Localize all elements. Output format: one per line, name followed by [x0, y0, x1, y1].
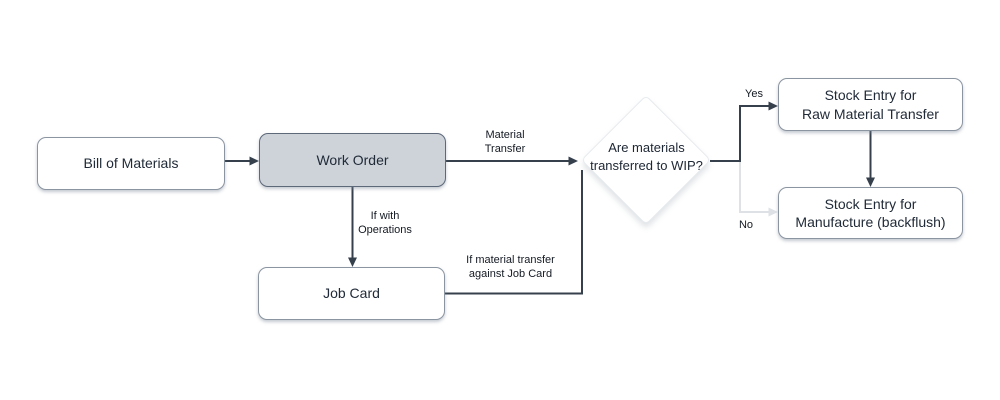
edge-label-if-with-operations: If with Operations [358, 210, 412, 236]
edge-label-yes: Yes [745, 88, 763, 100]
node-stock-entry-manufacture: Stock Entry for Manufacture (backflush) [778, 187, 963, 239]
node-work-order-label: Work Order [316, 151, 389, 168]
edge-label-no: No [738, 219, 754, 231]
node-job-card-label: Job Card [323, 285, 380, 302]
node-job-card: Job Card [258, 267, 445, 320]
node-stock-entry-manufacture-label: Stock Entry for Manufacture (backflush) [795, 195, 946, 230]
node-work-order: Work Order [259, 133, 446, 187]
edge-decision-no-to-stock-entry-manufacture [739, 161, 778, 217]
decision-diamond-label: Are materials transferred to WIP? [590, 140, 703, 173]
edge-label-material-transfer: Material Transfer [484, 129, 526, 155]
node-bill-of-materials: Bill of Materials [37, 137, 225, 190]
edge-label-if-material-transfer-against-job-card: If material transfer against Job Card [466, 254, 555, 280]
edge-job-card-to-decision [445, 170, 583, 295]
node-bill-of-materials-label: Bill of Materials [83, 155, 179, 172]
edge-decision-yes-to-stock-entry-raw [710, 101, 778, 162]
node-stock-entry-raw-material: Stock Entry for Raw Material Transfer [778, 78, 963, 131]
node-stock-entry-raw-material-label: Stock Entry for Raw Material Transfer [802, 87, 939, 122]
